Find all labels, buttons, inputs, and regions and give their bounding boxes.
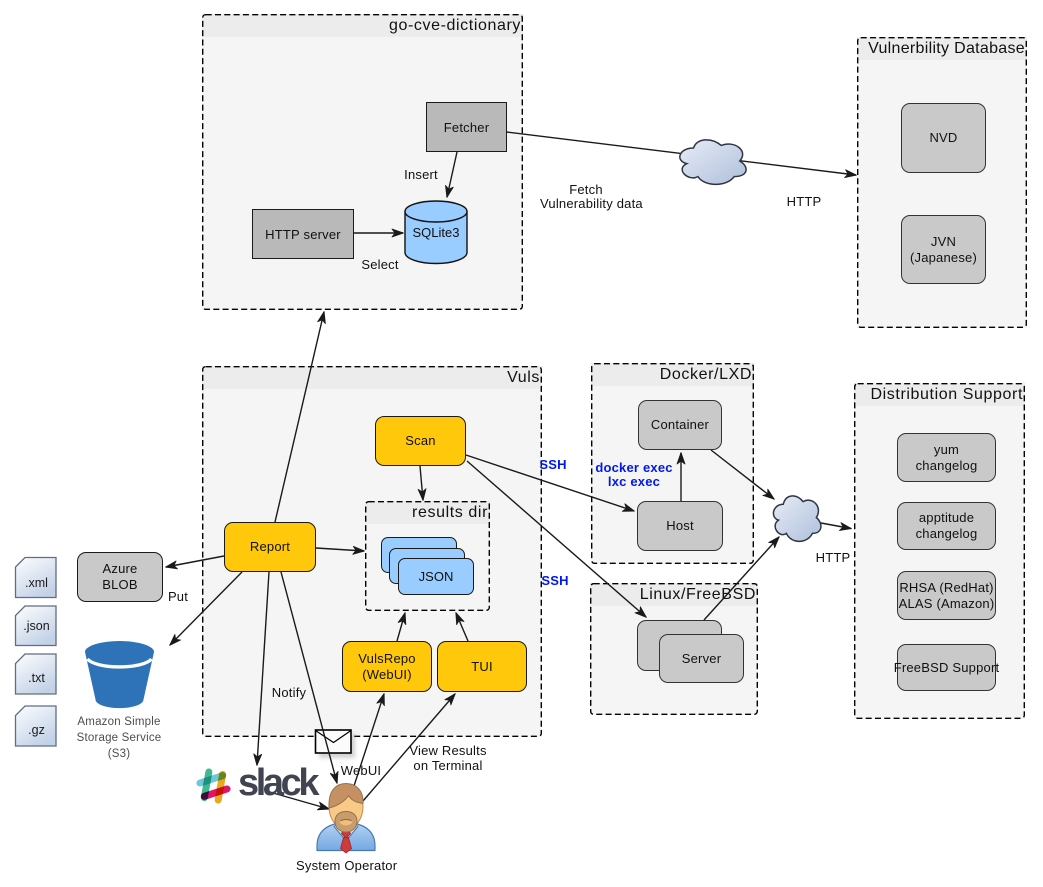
svg-text:.gz: .gz: [28, 723, 45, 737]
svg-text:.xml: .xml: [25, 576, 48, 590]
svg-text:.txt: .txt: [28, 671, 45, 685]
svg-text:.json: .json: [23, 619, 49, 633]
svg-text:SQLite3: SQLite3: [413, 225, 460, 240]
